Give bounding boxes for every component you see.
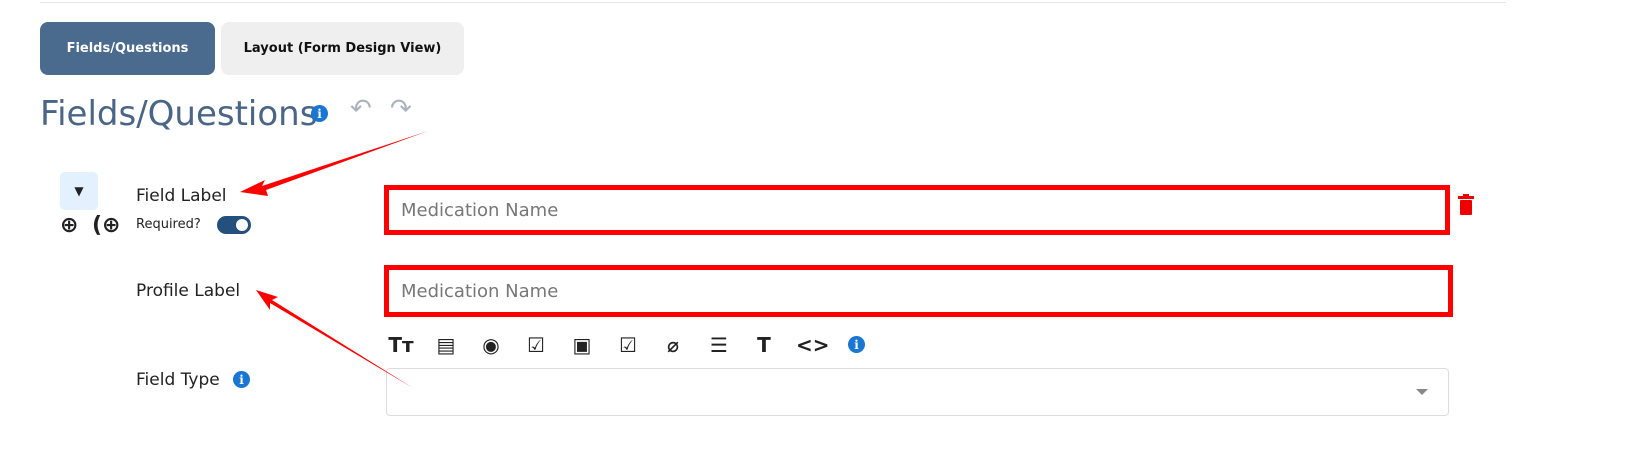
profile-label-input[interactable]: Medication Name bbox=[384, 265, 1453, 317]
tab-fields-questions[interactable]: Fields/Questions bbox=[40, 22, 215, 75]
calendar-icon[interactable]: ▣ bbox=[572, 333, 592, 357]
field-type-label: Field Type bbox=[136, 370, 220, 390]
profile-label-label: Profile Label bbox=[136, 281, 241, 301]
add-nested-field-icon[interactable]: (⊕ bbox=[92, 213, 121, 238]
radio-icon[interactable]: ◉ bbox=[482, 333, 500, 357]
document-icon[interactable]: ▤ bbox=[436, 333, 456, 357]
required-toggle[interactable] bbox=[217, 216, 251, 234]
field-label-input[interactable]: Medication Name bbox=[384, 185, 1450, 235]
info-icon[interactable]: i bbox=[233, 371, 250, 388]
attachment-icon[interactable]: ⌀ bbox=[666, 333, 680, 357]
undo-icon[interactable]: ↶ bbox=[350, 94, 372, 124]
divider bbox=[40, 2, 1506, 3]
field-type-select[interactable] bbox=[386, 368, 1449, 416]
field-label-label: Field Label bbox=[136, 186, 227, 206]
checkbox-icon[interactable]: ☑ bbox=[527, 333, 545, 357]
annotation-arrow bbox=[256, 290, 413, 388]
code-icon[interactable]: <> bbox=[796, 333, 830, 357]
annotation-arrow bbox=[240, 131, 428, 196]
text-icon[interactable]: T bbox=[757, 333, 771, 357]
required-label: Required? bbox=[136, 217, 201, 232]
redo-icon[interactable]: ↷ bbox=[390, 94, 412, 124]
info-icon[interactable]: i bbox=[311, 105, 328, 122]
trash-icon[interactable] bbox=[1458, 194, 1474, 216]
checklist-icon[interactable]: ☰ bbox=[710, 333, 728, 357]
info-icon[interactable]: i bbox=[848, 336, 865, 353]
multi-checkbox-icon[interactable]: ☑ bbox=[619, 333, 637, 357]
tab-layout[interactable]: Layout (Form Design View) bbox=[221, 22, 464, 75]
page-title: Fields/Questions bbox=[40, 94, 318, 134]
collapse-button[interactable]: ▼ bbox=[60, 172, 98, 210]
text-size-icon[interactable]: Tт bbox=[388, 333, 414, 357]
add-field-icon[interactable]: ⊕ bbox=[60, 213, 79, 238]
